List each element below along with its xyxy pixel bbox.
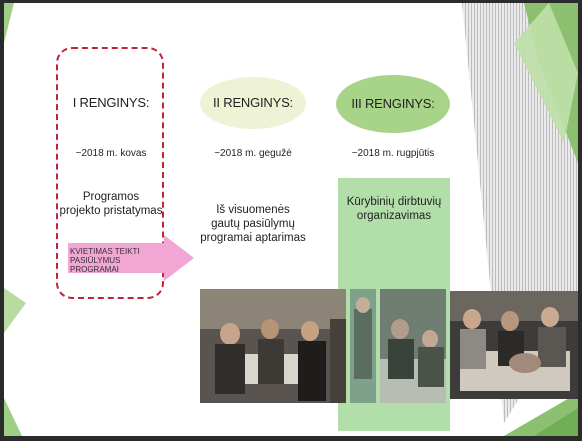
event-2-description: Iš visuomenės gautų pasiūlymų programai … [192,203,314,245]
event-2-description-line-2: gautų pasiūlymų [211,218,295,230]
slide: I RENGINYS: ~2018 m. kovas Programos pro… [4,3,578,436]
event-3-description-line-2: organizavimas [356,210,432,222]
event-2-title: II RENGINYS: [213,95,293,110]
event-2-date: ~2018 m. gegužė [214,148,292,159]
event-3-date: ~2018 m. rugpjūtis [351,148,435,159]
event-1-description-line-1: Programos [82,191,140,203]
callout-text: KVIETIMAS TEIKTI PASIŪLYMUS PROGRAMAI [70,247,170,274]
event-1-title: I RENGINYS: [72,95,150,110]
event-2-description-line-3: programai aptarimas [200,232,306,244]
event-1-description-line-2: projekto pristatymas [59,205,163,217]
event-photo-4 [450,291,578,399]
callout-text-line-1: KVIETIMAS TEIKTI [70,247,140,256]
event-2-description-line-1: Iš visuomenės [216,204,290,216]
event-3-description-line-1: Kūrybinių dirbtuvių [346,196,442,208]
decorative-triangles-left [4,3,26,436]
event-1-description: Programos projekto pristatymas [50,190,172,218]
event-photo-2 [350,289,376,403]
callout-text-line-2: PASIŪLYMUS PROGRAMAI [70,256,121,274]
event-photo-3 [380,289,446,403]
event-1-dashed-frame [56,47,164,299]
callout-arrow [68,235,194,281]
event-3-description: Kūrybinių dirbtuvių organizavimas [334,195,454,223]
event-photo-1 [200,289,346,403]
event-3-title: III RENGINYS: [351,96,435,111]
event-3-oval [336,75,450,133]
event-2-oval [200,77,306,129]
event-1-date: ~2018 m. kovas [75,148,147,159]
